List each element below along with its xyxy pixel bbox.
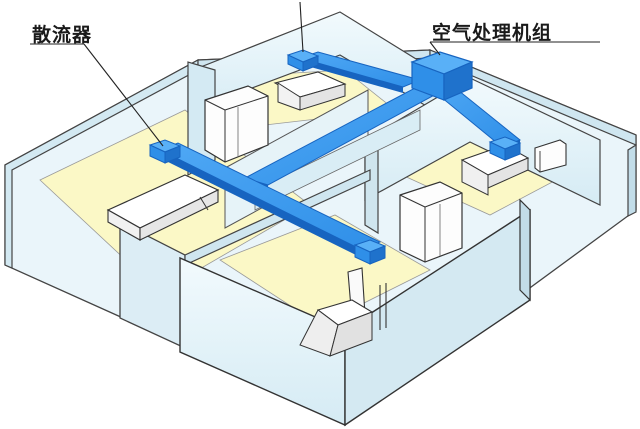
diffuser-left-room	[148, 139, 182, 164]
diffuser-right-room	[488, 136, 522, 161]
diffuser-top-room	[286, 49, 320, 72]
right-room-cabinet	[534, 139, 567, 173]
front-room-cabinet	[399, 181, 463, 263]
leader-lines	[30, 1, 600, 147]
diffuser-label: 散流器	[32, 24, 93, 46]
top-room-bed	[273, 71, 347, 111]
air-handling-unit-label: 空气处理机组	[432, 22, 553, 44]
air-handling-unit	[410, 51, 474, 101]
air-ducts	[158, 51, 521, 258]
left-room-bed	[106, 174, 220, 241]
left-room-cabinet	[204, 85, 269, 163]
diffuser-front-room	[353, 239, 387, 265]
front-room-toilet	[299, 267, 387, 357]
front-room-walls	[119, 169, 531, 427]
